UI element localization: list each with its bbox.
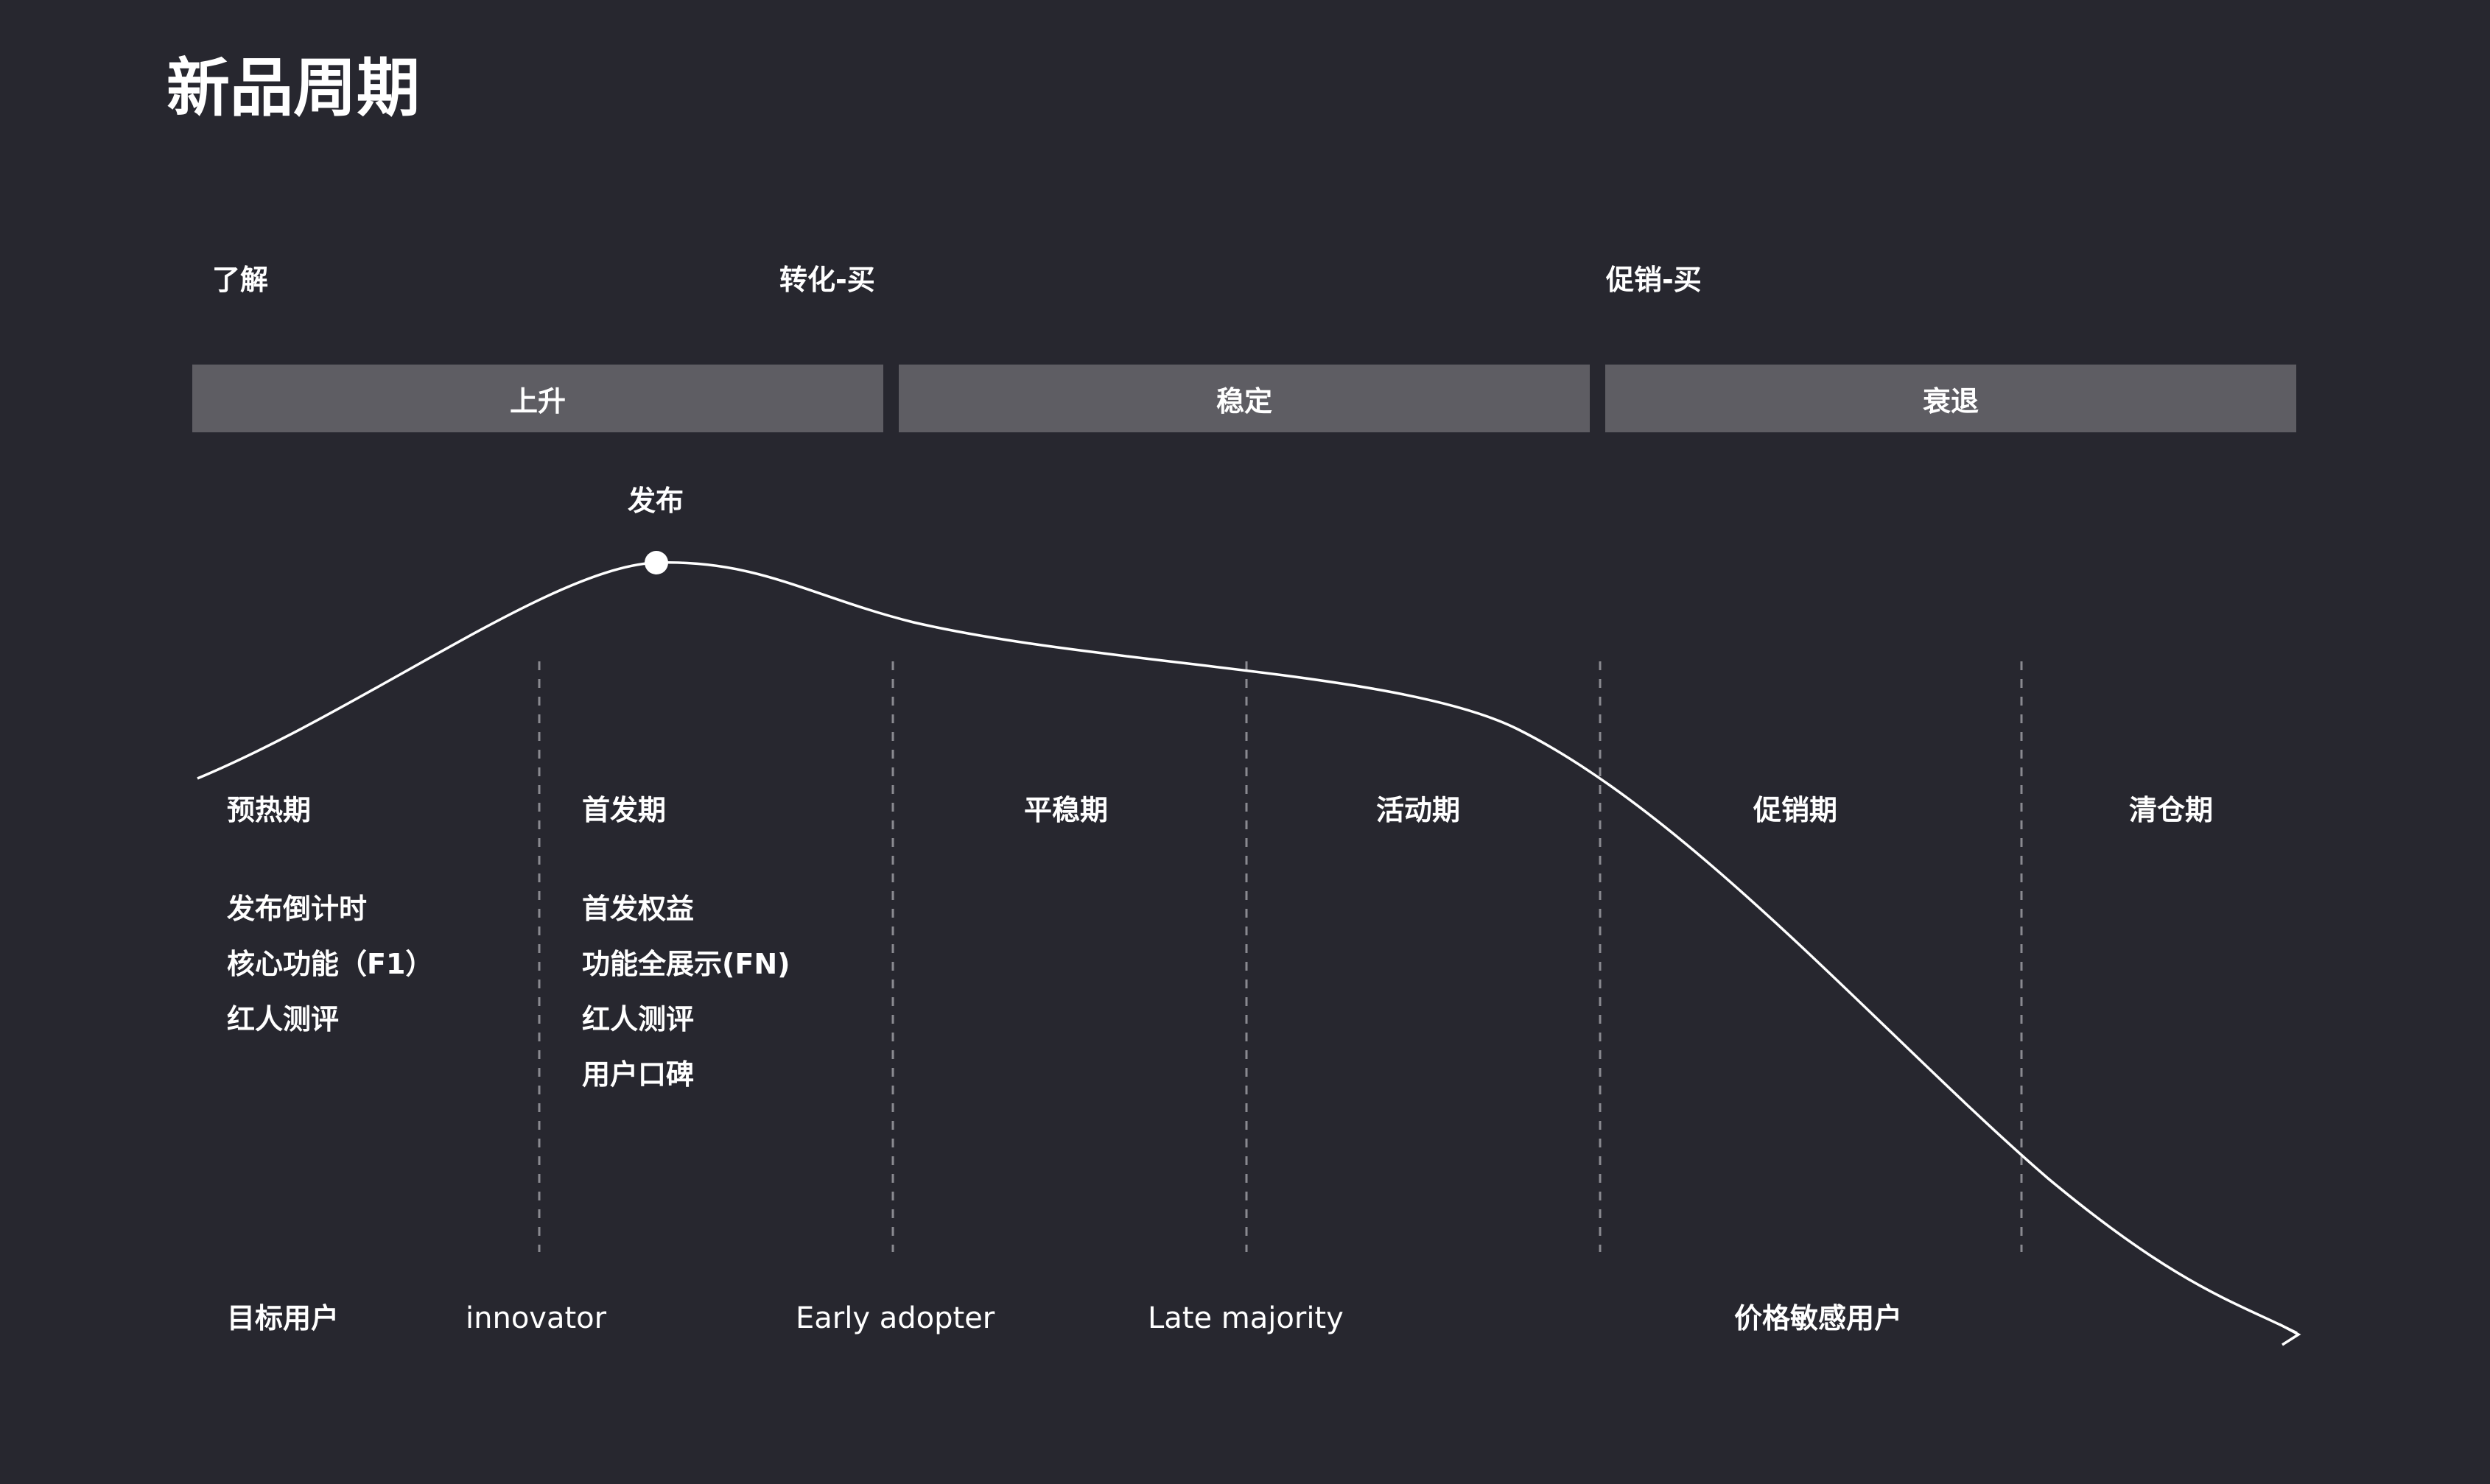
user-late-majority: Late majority: [1148, 1301, 1344, 1335]
phase-bar-stable: 稳定: [899, 365, 1590, 432]
launch-label: 发布: [628, 485, 684, 517]
phase-label-rise: 上升: [509, 384, 566, 418]
stage-promotion: 促销-买: [1606, 264, 1702, 296]
launch-feature-item: 用户口碑: [582, 1058, 695, 1091]
launch-feature-item: 功能全展示(FN): [582, 948, 790, 980]
page-title: 新品周期: [166, 52, 420, 125]
warmup-feature-item: 发布倒计时: [227, 893, 368, 925]
launch-feature-item: 首发权益: [582, 893, 695, 925]
launch-point-marker: [645, 551, 668, 574]
period-warmup: 预热期: [227, 794, 312, 826]
user-innovator: innovator: [466, 1301, 607, 1335]
phase-bar-decline: 衰退: [1605, 365, 2296, 432]
curve-arrowhead-icon: [2279, 1323, 2301, 1346]
phase-label-stable: 稳定: [1216, 384, 1272, 418]
warmup-feature-item: 红人测评: [227, 1003, 340, 1035]
phase-label-decline: 衰退: [1922, 384, 1979, 418]
warmup-feature-item: 核心功能（F1）: [227, 948, 434, 980]
period-stable: 平稳期: [1024, 794, 1109, 826]
lifecycle-curve: [197, 561, 2298, 1334]
stage-conversion: 转化-买: [779, 264, 875, 296]
launch-feature-item: 红人测评: [582, 1003, 695, 1035]
user-price-sensitive: 价格敏感用户: [1734, 1302, 1903, 1334]
phase-bar-rise: 上升: [192, 365, 883, 432]
period-launch: 首发期: [582, 794, 667, 826]
stage-awareness: 了解: [212, 264, 269, 296]
period-promotion: 促销期: [1753, 794, 1838, 826]
target-users-label: 目标用户: [227, 1302, 340, 1334]
period-clearance: 清仓期: [2129, 794, 2214, 826]
user-early-adopter: Early adopter: [796, 1301, 995, 1335]
period-campaign: 活动期: [1376, 794, 1461, 826]
